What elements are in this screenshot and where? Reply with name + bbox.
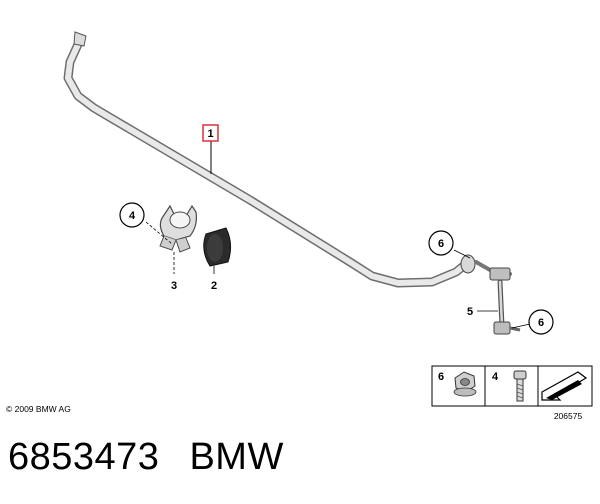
callout-label-4: 4 (129, 210, 136, 222)
callout-label-1: 1 (207, 128, 213, 140)
callout-part-4: 4 (119, 202, 173, 245)
callout-label-6-top: 6 (438, 238, 444, 250)
brand-name: BMW (189, 436, 284, 478)
stabilizer-bar (63, 31, 471, 288)
image-number: 206575 (554, 411, 583, 421)
stabilizer-link (460, 254, 521, 335)
bolt-icon (513, 370, 527, 402)
callout-part-6-right: 6 (511, 309, 554, 335)
legend-bolt-number: 4 (492, 371, 499, 383)
mounting-bracket (159, 204, 197, 253)
callout-label-3: 3 (171, 280, 177, 292)
callout-label-5: 5 (467, 306, 473, 318)
copyright-notice: © 2009 BMW AG (6, 404, 71, 414)
callout-part-6-top: 6 (428, 230, 471, 259)
callout-label-2: 2 (211, 280, 217, 292)
callout-label-6-right: 6 (538, 317, 544, 329)
callout-part-5: 5 (467, 306, 498, 318)
legend-nut-number: 6 (438, 371, 444, 383)
rubber-bushing: 2 (203, 227, 232, 292)
fastener-legend: 6 4 (431, 365, 593, 407)
part-number: 6853473 (8, 436, 160, 478)
callout-part-3: 3 (171, 252, 177, 292)
nut-icon (453, 371, 477, 397)
callout-part-1: 1 (202, 124, 219, 174)
footer: 6853473 BMW (8, 436, 284, 479)
parts-diagram: 1 4 3 2 6 5 (63, 31, 593, 421)
arrow-stamp-icon (541, 371, 588, 401)
